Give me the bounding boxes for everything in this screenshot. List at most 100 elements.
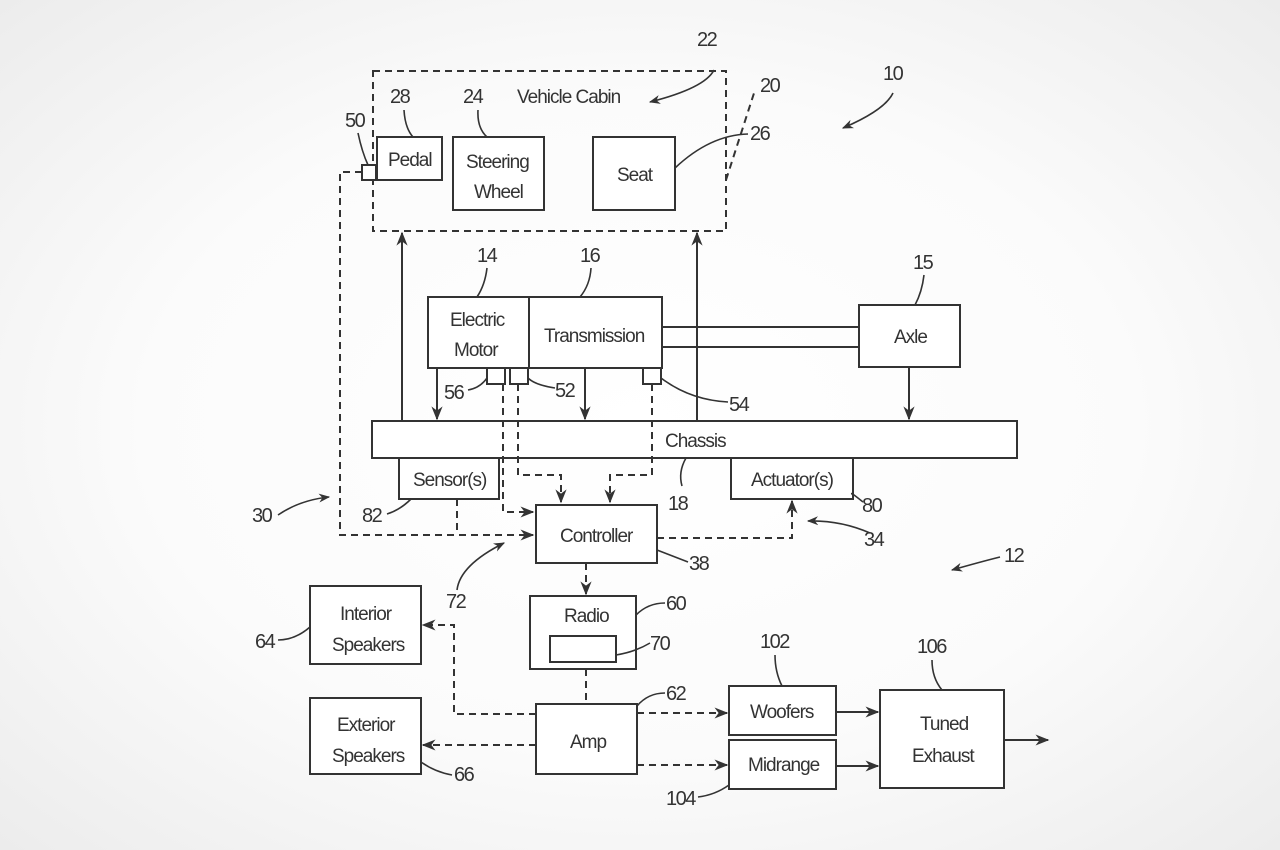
exterior-speakers-label-2: Speakers	[332, 746, 405, 767]
interior-speakers-label-2: Speakers	[332, 635, 405, 656]
chassis-label: Chassis	[665, 431, 726, 452]
numeral-34: 34	[864, 529, 885, 551]
actuators-label: Actuator(s)	[751, 470, 834, 491]
pedal-sensor-to-controller-path	[339, 171, 535, 541]
leader-106	[931, 659, 943, 691]
leader-24	[477, 109, 488, 138]
vehicle-cabin-boundary	[372, 70, 727, 232]
leader-15	[914, 274, 925, 306]
numeral-26: 26	[750, 123, 771, 145]
actuators-block	[730, 457, 854, 500]
numeral-14: 14	[477, 245, 498, 267]
numeral-70: 70	[650, 633, 671, 655]
electric-motor-label-2: Motor	[454, 340, 499, 361]
axle-label: Axle	[894, 327, 927, 348]
numeral-12: 12	[1004, 545, 1025, 567]
steering-wheel-label-2: Wheel	[474, 182, 523, 203]
leader-34	[806, 516, 871, 534]
leader-66	[420, 761, 453, 776]
numeral-15: 15	[913, 252, 934, 274]
tuned-exhaust-label-2: Exhaust	[912, 746, 975, 767]
leader-38	[656, 549, 689, 563]
numeral-10: 10	[883, 63, 904, 85]
leader-102	[774, 654, 783, 687]
numeral-52: 52	[555, 380, 576, 402]
tuned-exhaust-label-1: Tuned	[920, 714, 969, 735]
sensors-block	[398, 457, 500, 500]
seat-block	[592, 136, 676, 211]
transmission-sensor-52	[509, 367, 529, 385]
leader-104	[697, 784, 730, 798]
numeral-72: 72	[446, 591, 467, 613]
numeral-20: 20	[760, 75, 781, 97]
controller-to-actuators-path	[657, 499, 798, 539]
leader-16	[579, 267, 592, 298]
vehicle-cabin-label: Vehicle Cabin	[517, 87, 621, 108]
radio-module-70	[549, 635, 617, 663]
numeral-24: 24	[463, 86, 484, 108]
tuned-exhaust-block	[879, 689, 1005, 789]
transmission-sensor-54	[642, 367, 662, 385]
leader-54	[660, 377, 729, 403]
leader-26	[674, 133, 749, 169]
numeral-80: 80	[862, 495, 883, 517]
leader-50	[357, 132, 369, 166]
numeral-64: 64	[255, 631, 276, 653]
leader-70	[615, 642, 651, 656]
numeral-18: 18	[668, 493, 689, 515]
leader-62	[636, 692, 666, 707]
pedal-label: Pedal	[388, 150, 432, 171]
trans-sensor-52-to-controller-path	[517, 384, 567, 504]
midrange-block	[728, 739, 837, 790]
electric-motor-block	[427, 296, 530, 369]
transmission-block	[528, 296, 663, 369]
numeral-106: 106	[917, 636, 947, 658]
leader-18	[679, 457, 687, 487]
chassis-block	[371, 420, 1018, 459]
numeral-56: 56	[444, 382, 465, 404]
leader-28	[403, 109, 414, 138]
numeral-30: 30	[252, 505, 273, 527]
leader-80	[850, 492, 864, 503]
steering-wheel-block	[452, 136, 545, 211]
amp-label: Amp	[570, 732, 607, 753]
woofers-block	[728, 685, 837, 736]
amp-block	[535, 703, 638, 775]
sensors-label: Sensor(s)	[413, 470, 487, 491]
leader-14	[476, 267, 488, 298]
leader-30	[277, 493, 331, 516]
pedal-sensor-50	[361, 164, 377, 181]
motor-sensor-to-controller-path	[502, 384, 535, 518]
leader-52	[527, 377, 556, 389]
numeral-82: 82	[362, 505, 383, 527]
numeral-60: 60	[666, 593, 687, 615]
numeral-38: 38	[689, 553, 710, 575]
leader-60	[635, 602, 666, 616]
radio-label: Radio	[564, 606, 609, 627]
numeral-66: 66	[454, 764, 475, 786]
pedal-block	[376, 136, 443, 181]
numeral-16: 16	[580, 245, 601, 267]
leader-12	[950, 556, 1001, 572]
leader-72	[456, 542, 506, 591]
numeral-22: 22	[697, 29, 718, 51]
motor-sensor-56	[486, 367, 506, 385]
numeral-104: 104	[666, 788, 696, 810]
numeral-28: 28	[390, 86, 411, 108]
leader-64	[277, 626, 311, 641]
midrange-label: Midrange	[748, 755, 820, 776]
numeral-54: 54	[729, 394, 750, 416]
axle-block	[858, 304, 961, 368]
interior-speakers-block	[309, 585, 422, 665]
cabin-20-leader	[725, 89, 756, 181]
amp-to-interior-speakers-path	[421, 619, 536, 715]
leader-22	[648, 69, 715, 104]
woofers-label: Woofers	[750, 702, 814, 723]
numeral-62: 62	[666, 683, 687, 705]
transmission-label: Transmission	[544, 326, 645, 347]
numeral-50: 50	[345, 110, 366, 132]
exterior-speakers-block	[309, 697, 422, 775]
exterior-speakers-label-1: Exterior	[337, 715, 396, 736]
controller-block	[535, 504, 658, 564]
